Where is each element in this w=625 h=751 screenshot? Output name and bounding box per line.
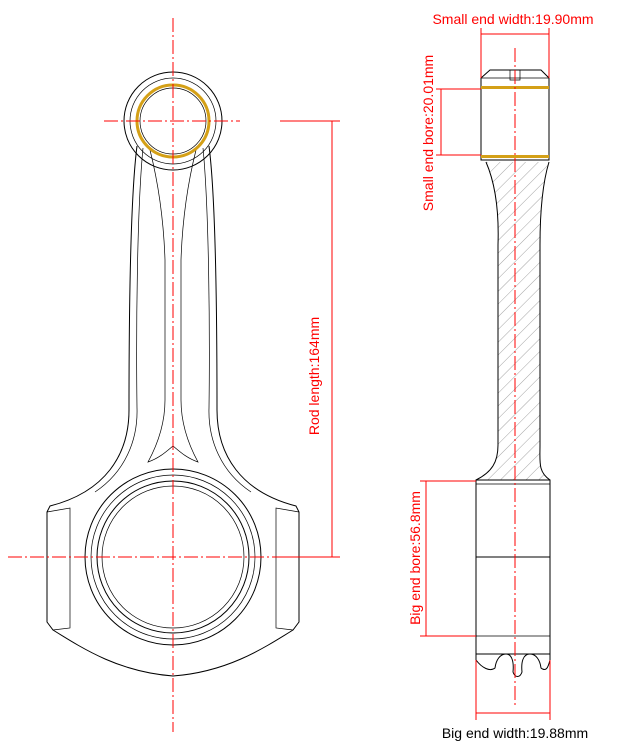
side-shank-right bbox=[539, 161, 551, 481]
front-view: Rod length:164mm bbox=[8, 18, 340, 732]
small-end-width-label: Small end width:19.90mm bbox=[432, 11, 593, 27]
big-end-right-pad bbox=[275, 507, 300, 631]
side-view: Small end width:19.90mm Small end bore:2… bbox=[407, 11, 594, 741]
small-end-bushing-bottom bbox=[481, 155, 549, 158]
big-end-left-pad bbox=[46, 507, 71, 631]
shank-inner-right bbox=[202, 147, 252, 493]
side-shank bbox=[475, 161, 499, 481]
big-end-bore-label: Big end bore:56.8mm bbox=[407, 491, 423, 625]
side-cap-bottom bbox=[475, 653, 551, 677]
rod-length-label: Rod length:164mm bbox=[306, 317, 322, 435]
shank-outline bbox=[46, 145, 300, 677]
shank-inner-left bbox=[94, 147, 144, 493]
big-end-width-label: Big end width:19.88mm bbox=[442, 725, 588, 741]
small-end-bore-label: Small end bore:20.01mm bbox=[420, 55, 436, 211]
side-big-end bbox=[475, 479, 551, 655]
